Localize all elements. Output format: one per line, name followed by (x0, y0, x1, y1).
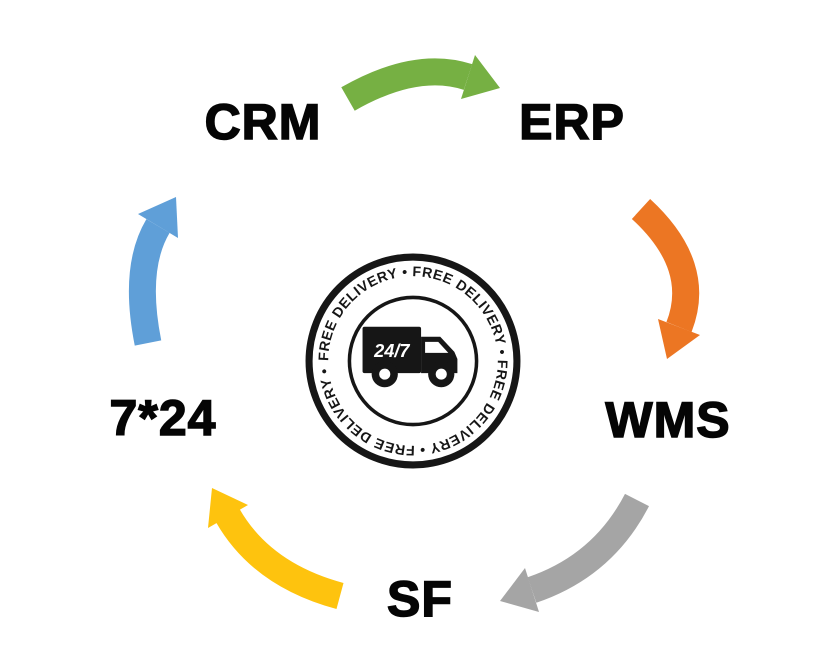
delivery-truck-icon: 24/7 (362, 326, 458, 388)
free-delivery-stamp: FREE DELIVERY • FREE DELIVERY • FREE DEL… (305, 253, 521, 469)
node-label-crm: CRM (204, 93, 322, 151)
arrow-wms-to-sf (500, 493, 649, 612)
truck-window (425, 341, 449, 353)
node-label-724: 7*24 (109, 389, 217, 447)
node-label-sf: SF (386, 570, 453, 628)
free-delivery-badge: FREE DELIVERY • FREE DELIVERY • FREE DEL… (302, 250, 524, 472)
arrow-sf-to-724 (208, 488, 344, 610)
node-label-erp: ERP (518, 93, 625, 151)
truck-24-7-label: 24/7 (373, 341, 410, 361)
arrow-erp-to-wms (631, 199, 700, 359)
arrow-724-to-crm (128, 197, 178, 346)
arrow-crm-to-erp (341, 55, 500, 111)
node-label-wms: WMS (605, 391, 731, 449)
